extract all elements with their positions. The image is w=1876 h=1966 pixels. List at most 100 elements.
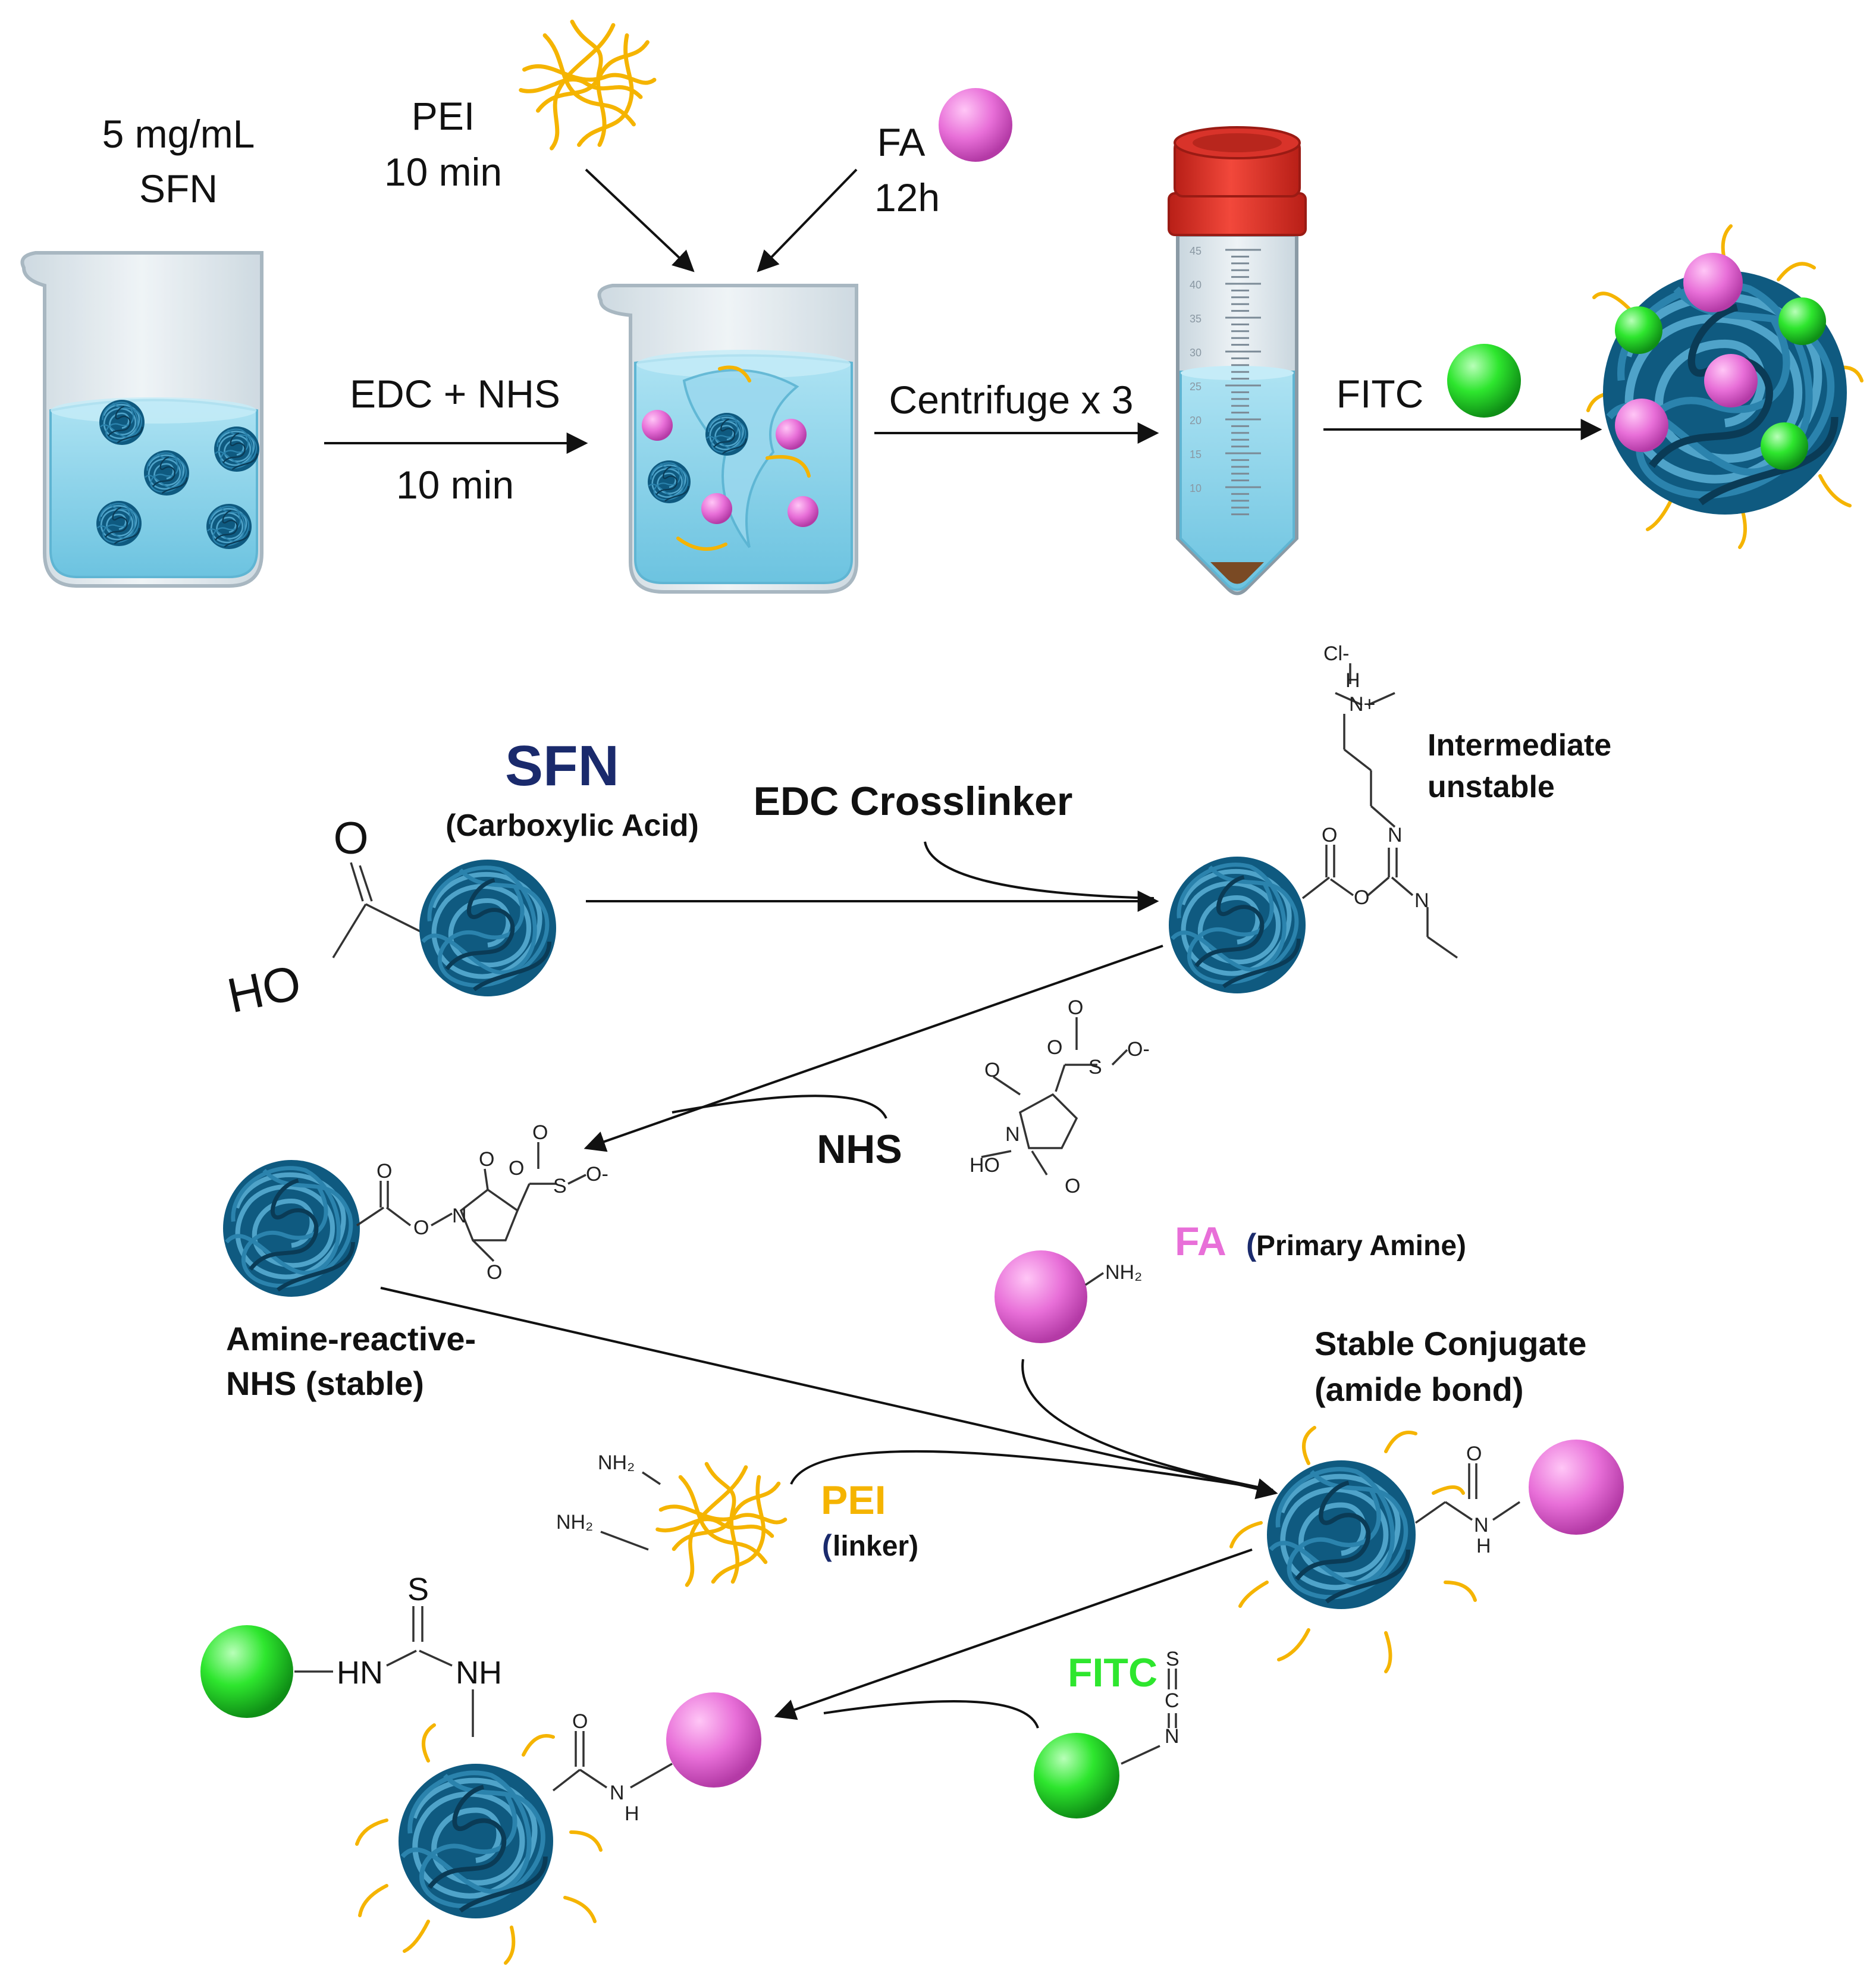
ester-s-o2: O — [509, 1157, 524, 1180]
pei-mech-icon — [658, 1464, 786, 1585]
pei-top-label: PEI — [412, 94, 475, 138]
pei-arrow — [585, 168, 695, 272]
thiourea-nh: NH — [456, 1655, 502, 1691]
fa-mech-ball — [995, 1250, 1087, 1343]
final-amide-o: O — [572, 1710, 588, 1733]
pei-nh2-1: NH₂ — [598, 1451, 635, 1474]
tube-tick-label: 30 — [1190, 347, 1201, 359]
final-amide-n: N — [610, 1782, 625, 1804]
amine-nhs-label-2: NHS (stable) — [226, 1365, 424, 1402]
ester-o-link: O — [413, 1216, 429, 1239]
amide-o: O — [1466, 1443, 1482, 1465]
sfn-title: SFN — [505, 734, 619, 798]
tube-tick-label: 25 — [1190, 381, 1201, 393]
hydroxyl-label: HO — [223, 955, 306, 1024]
edc-time-label: 10 min — [396, 463, 514, 507]
sfn-particle-2 — [1169, 857, 1306, 993]
final-conjugate — [200, 1606, 761, 1965]
fa-paren-open: ( — [1246, 1228, 1257, 1262]
fitc-c: C — [1165, 1689, 1179, 1712]
fitc-mech-ball — [1034, 1733, 1119, 1818]
final-nanoparticle — [1586, 224, 1864, 549]
ester-o-ring-top: O — [479, 1148, 494, 1171]
nhs-o-1: O — [984, 1059, 1000, 1081]
ester-o-label: O — [1354, 886, 1369, 909]
edc-crosslinker-label: EDC Crosslinker — [754, 779, 1073, 824]
final-amide-h: H — [625, 1802, 639, 1825]
stable-conjugate — [1229, 1426, 1624, 1673]
sfn-subtitle: (Carboxylic Acid) — [446, 808, 699, 843]
fa-sub-label: Primary Amine) — [1256, 1230, 1466, 1262]
ester-n: N — [452, 1205, 467, 1227]
intermediate-label-1: Intermediate — [1428, 728, 1611, 763]
sfn-concentration-label: 5 mg/mL — [102, 112, 255, 156]
edc-intermediate-structure — [1301, 663, 1458, 959]
thiourea-hn: HN — [337, 1655, 383, 1691]
stable-conjugate-label-1: Stable Conjugate — [1315, 1325, 1586, 1362]
intermediate-label-2: unstable — [1428, 770, 1555, 804]
amide-h: H — [1476, 1535, 1491, 1557]
fa-time-label: 12h — [874, 175, 940, 220]
carbonyl-o: O — [333, 813, 368, 864]
h-label: H — [1345, 669, 1360, 692]
nhs-structure — [981, 1017, 1128, 1175]
mech-arrow-3 — [380, 1287, 1278, 1500]
amine-n-label: N — [1414, 889, 1429, 912]
centrifuge-label: Centrifuge x 3 — [889, 378, 1134, 422]
nhs-ester-structure — [356, 1142, 586, 1262]
tube-graduations: 45 40 35 30 25 20 15 10 — [1190, 245, 1261, 516]
beaker-1 — [20, 251, 263, 588]
tube-tick-label: 10 — [1190, 482, 1201, 494]
nhs-ho: HO — [970, 1154, 1000, 1177]
pei-time-label: 10 min — [384, 150, 502, 194]
pei-sub-label: linker) — [833, 1531, 918, 1562]
ester-carbonyl-o: O — [1322, 824, 1337, 846]
fa-top-label: FA — [877, 120, 926, 164]
sfn-top-label: SFN — [139, 167, 218, 211]
ester-s: S — [553, 1175, 567, 1197]
fitc-curve — [823, 1700, 1039, 1729]
stable-conjugate-label-2: (amide bond) — [1315, 1371, 1524, 1408]
ester-o-ring-bottom: O — [487, 1261, 502, 1284]
ester-o-top: O — [377, 1160, 392, 1183]
tube-tick-label: 35 — [1190, 313, 1201, 325]
thiourea-s: S — [407, 1572, 429, 1607]
edc-nhs-label: EDC + NHS — [350, 372, 560, 416]
fa-nh2: NH₂ — [1105, 1261, 1142, 1284]
nhs-o-left: O — [1047, 1036, 1062, 1059]
beaker-2 — [597, 284, 858, 594]
fitc-n: N — [1165, 1725, 1179, 1748]
pei-mech-label: PEI — [821, 1478, 886, 1523]
ester-s-o1: O — [532, 1121, 548, 1144]
tube-tick-label: 40 — [1190, 279, 1201, 291]
fitc-top-label: FITC — [1337, 372, 1424, 416]
tube-tick-label: 20 — [1190, 415, 1201, 427]
nhs-label: NHS — [817, 1127, 902, 1172]
fa-arrow — [757, 168, 858, 272]
fa-top-icon — [939, 88, 1012, 162]
fitc-s: S — [1166, 1648, 1179, 1670]
imine-n-label: N — [1388, 824, 1403, 846]
amine-nhs-label-1: Amine-reactive- — [226, 1320, 476, 1357]
amide-n: N — [1474, 1514, 1489, 1537]
fa-mech-label: FA — [1175, 1219, 1226, 1264]
centrifuge-tube: 45 40 35 30 25 20 15 10 — [1168, 126, 1307, 595]
fitc-mech-label: FITC — [1068, 1650, 1157, 1695]
n-plus-label: N+ — [1349, 693, 1375, 716]
pei-paren-open: ( — [822, 1529, 832, 1562]
tube-tick-label: 15 — [1190, 449, 1201, 460]
ester-o-minus: O- — [586, 1163, 608, 1186]
mech-arrow-2 — [583, 945, 1163, 1152]
pei-top-icon — [521, 22, 654, 149]
edc-curve — [924, 841, 1155, 899]
pei-curve — [790, 1450, 1273, 1491]
nhs-n: N — [1005, 1123, 1020, 1146]
fitc-top-icon — [1447, 344, 1521, 418]
chloride-label: Cl- — [1323, 642, 1349, 665]
nhs-o-2: O — [1065, 1175, 1080, 1197]
pei-nh2-2: NH₂ — [556, 1511, 593, 1534]
sfn-particle-3 — [223, 1160, 360, 1297]
sfn-particle-1 — [419, 860, 556, 996]
tube-tick-label: 45 — [1190, 245, 1201, 257]
